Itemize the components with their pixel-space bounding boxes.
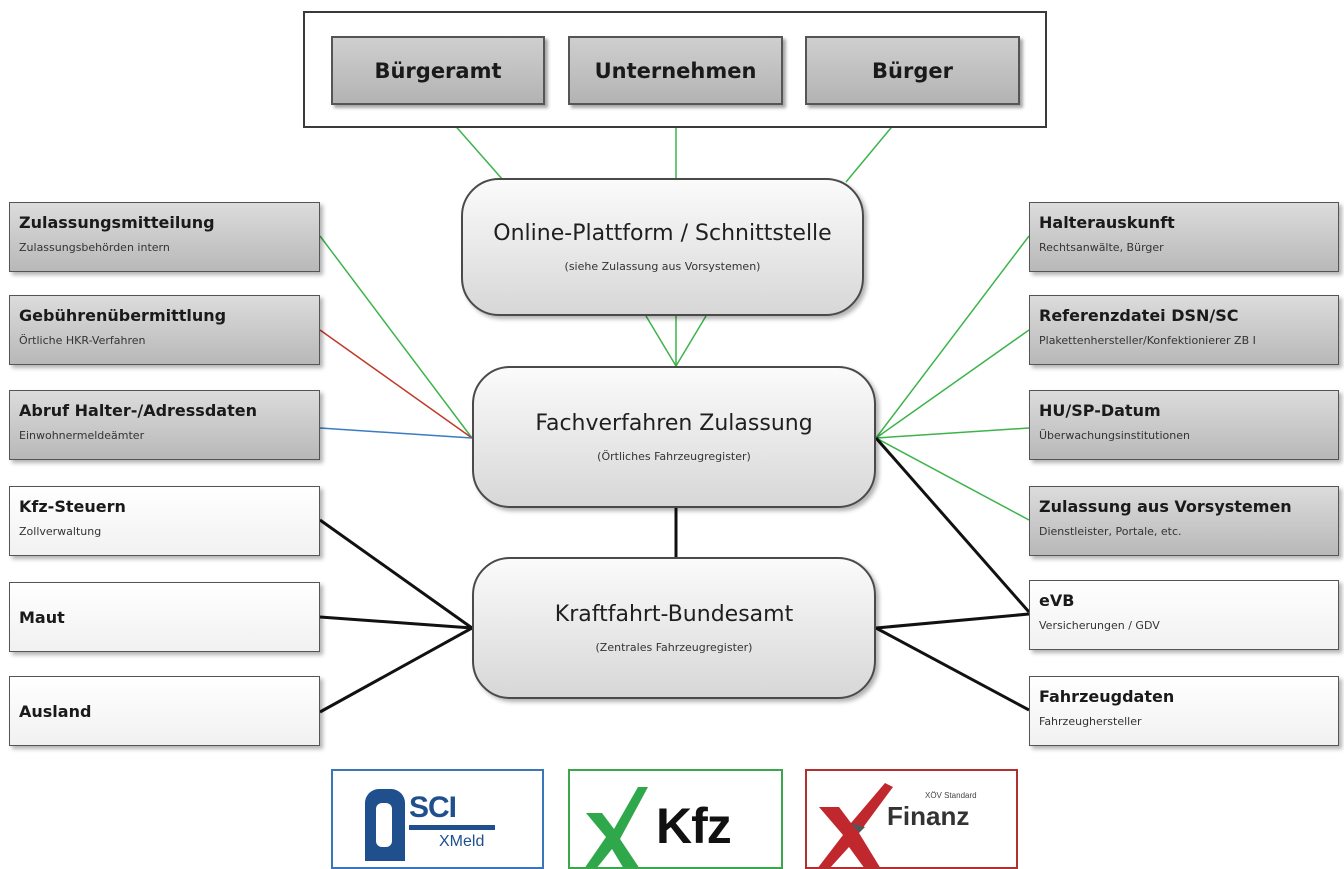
fahrzeugdaten-link-line [875, 626, 1030, 712]
xkfz-logo: Kfz [568, 769, 783, 869]
node-fahrzeugdaten: Fahrzeugdaten Fahrzeughersteller [1029, 676, 1339, 746]
node-zulassungsmitteilung: Zulassungsmitteilung Zulassungsbehörden … [9, 202, 320, 272]
node-evb: eVB Versicherungen / GDV [1029, 580, 1339, 650]
node-subtitle: Zollverwaltung [19, 525, 102, 538]
abruf-link-line [319, 427, 473, 439]
node-title: Kfz-Steuern [19, 497, 126, 516]
node-title: Zulassung aus Vorsystemen [1039, 497, 1292, 516]
xfinanz-text: Finanz [887, 801, 970, 831]
node-title: Maut [19, 607, 65, 627]
node-hu-sp-datum: HU/SP-Datum Überwachungsinstitutionen [1029, 390, 1339, 460]
node-referenzdatei: Referenzdatei DSN/SC Plakettenhersteller… [1029, 295, 1339, 365]
gebuehren-link-line [319, 329, 473, 439]
hub-online-title: Online-Plattform / Schnittstelle [493, 221, 832, 246]
hub-kba-title: Kraftfahrt-Bundesamt [554, 602, 794, 627]
node-kfz-steuern: Kfz-Steuern Zollverwaltung [9, 486, 320, 556]
evb-link-line [875, 612, 1030, 630]
xkfz-x-icon [585, 787, 648, 867]
osci-mark-icon: SCI XMeld [365, 789, 495, 861]
node-title: Halterauskunft [1039, 213, 1175, 232]
maut-link-line [319, 615, 473, 630]
halterauskunft-link-line [875, 235, 1030, 439]
xfinanz-logo: XÖV Standard Finanz [805, 769, 1018, 869]
xfinanz-x-icon [818, 783, 893, 867]
node-subtitle: Überwachungsinstitutionen [1039, 429, 1190, 442]
node-zulassung-aus-vorsystemen: Zulassung aus Vorsystemen Dienstleister,… [1029, 486, 1339, 556]
node-title: Zulassungsmitteilung [19, 213, 215, 232]
node-subtitle: Versicherungen / GDV [1039, 619, 1160, 632]
node-title: HU/SP-Datum [1039, 401, 1161, 420]
hub-fachverfahren-subtitle: (Örtliches Fahrzeugregister) [597, 450, 751, 463]
hub-kba-subtitle: (Zentrales Fahrzeugregister) [595, 641, 753, 654]
node-abruf-halter-adressdaten: Abruf Halter-/Adressdaten Einwohnermelde… [9, 390, 320, 460]
hub-fachverfahren-title: Fachverfahren Zulassung [535, 411, 813, 436]
hub-online-plattform: Online-Plattform / Schnittstelle (siehe … [461, 178, 864, 316]
node-title: eVB [1039, 591, 1075, 610]
hu-sp-link-line [875, 427, 1030, 439]
online-to-fachverfahren-a-line [645, 315, 677, 367]
osci-xmeld-logo: SCI XMeld [331, 769, 544, 869]
zulassungsmitteilung-link-line [319, 235, 473, 439]
xfinanz-small-text: XÖV Standard [925, 791, 977, 800]
actor-buergeramt: Bürgeramt [331, 36, 545, 105]
ausland-link-line [319, 626, 473, 714]
hub-kraftfahrt-bundesamt: Kraftfahrt-Bundesamt (Zentrales Fahrzeug… [472, 557, 876, 699]
osci-sub-text: XMeld [439, 833, 485, 850]
actor-buerger: Bürger [805, 36, 1020, 105]
node-ausland: Ausland [9, 676, 320, 746]
kfz-steuern-link-line [319, 518, 473, 630]
online-to-fachverfahren-c-line [675, 315, 707, 367]
node-title: Referenzdatei DSN/SC [1039, 306, 1239, 325]
hub-online-subtitle: (siehe Zulassung aus Vorsystemen) [564, 260, 761, 273]
referenzdatei-link-line [875, 329, 1030, 439]
node-title: Abruf Halter-/Adressdaten [19, 401, 257, 420]
vorsysteme-link-line [875, 437, 1030, 521]
node-subtitle: Dienstleister, Portale, etc. [1039, 525, 1182, 538]
actor-unternehmen: Unternehmen [568, 36, 783, 105]
node-subtitle: Fahrzeughersteller [1039, 715, 1142, 728]
node-halterauskunft: Halterauskunft Rechtsanwälte, Bürger [1029, 202, 1339, 272]
node-title: Ausland [19, 701, 92, 721]
node-gebuehrenuebermittlung: Gebührenübermittlung Örtliche HKR-Verfah… [9, 295, 320, 365]
node-subtitle: Zulassungsbehörden intern [19, 241, 170, 254]
node-title: Gebührenübermittlung [19, 306, 227, 325]
node-subtitle: Örtliche HKR-Verfahren [19, 334, 146, 347]
fachverfahren-to-evb-line [874, 437, 1031, 613]
node-maut: Maut [9, 582, 320, 652]
node-title: Fahrzeugdaten [1039, 687, 1175, 706]
node-subtitle: Plakettenhersteller/Konfektionierer ZB I [1039, 334, 1256, 347]
node-subtitle: Einwohnermeldeämter [19, 429, 145, 442]
node-subtitle: Rechtsanwälte, Bürger [1039, 241, 1164, 254]
xkfz-text: Kfz [656, 798, 732, 854]
osci-mark-text: SCI [409, 791, 457, 824]
hub-fachverfahren: Fachverfahren Zulassung (Örtliches Fahrz… [472, 366, 876, 508]
